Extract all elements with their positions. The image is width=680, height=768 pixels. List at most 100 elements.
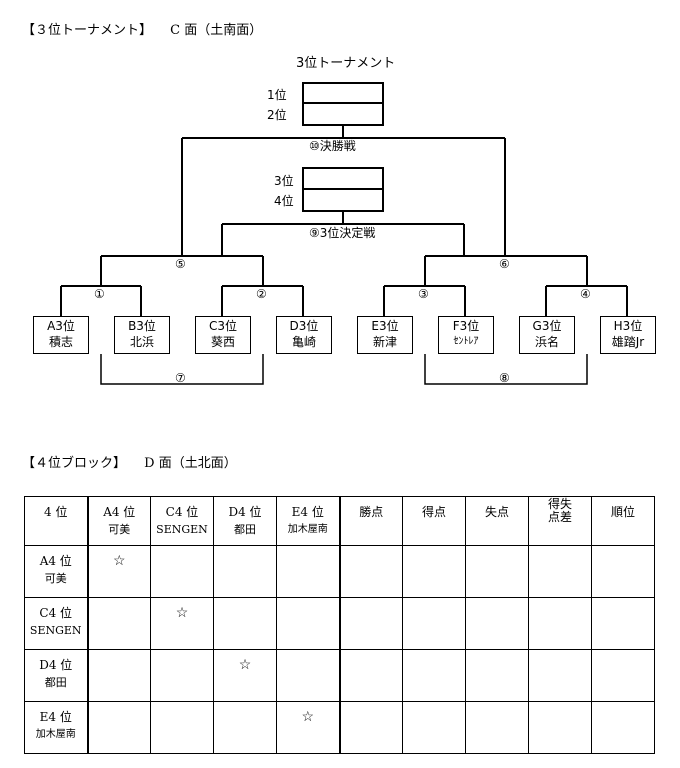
block-section-heading: 【４位ブロック】 D 面（土北面） bbox=[22, 452, 237, 471]
team-name: 積志 bbox=[48, 335, 73, 349]
league-cell bbox=[150, 649, 214, 702]
block-court-text: D 面（土北面） bbox=[144, 456, 237, 471]
league-cell bbox=[402, 649, 466, 702]
league-cell bbox=[213, 545, 277, 598]
team-box-b3: B3位 北浜 bbox=[114, 316, 170, 354]
league-cell bbox=[402, 545, 466, 598]
league-cell bbox=[86, 597, 151, 650]
league-cell bbox=[591, 649, 655, 702]
block-heading-text: 【４位ブロック】 bbox=[22, 456, 127, 471]
league-stat-head-conceded: 失点 bbox=[465, 496, 529, 546]
league-cell bbox=[276, 545, 340, 598]
league-row-d4: D4 位都田 ☆ bbox=[24, 649, 655, 702]
team-box-c3: C3位 葵西 bbox=[195, 316, 251, 354]
team-box-g3: G3位 浜名 bbox=[519, 316, 575, 354]
team-seed: H3位 bbox=[613, 319, 643, 333]
league-cell bbox=[465, 597, 529, 650]
league-row-a4: A4 位可美 ☆ bbox=[24, 545, 655, 598]
league-cell bbox=[276, 597, 340, 650]
team-name: 北浜 bbox=[129, 335, 154, 349]
league-stat-head-diff: 得失点差 bbox=[528, 496, 592, 546]
match-label-7: ⑦ bbox=[175, 371, 186, 385]
league-self-cell: ☆ bbox=[86, 545, 151, 598]
team-seed: D3位 bbox=[289, 319, 319, 333]
league-cell bbox=[150, 545, 214, 598]
league-cell bbox=[213, 597, 277, 650]
rank-label-4th: 4位 bbox=[274, 194, 294, 208]
league-cell bbox=[528, 597, 592, 650]
league-row-head: D4 位都田 bbox=[24, 649, 88, 702]
league-stat-head-points: 勝点 bbox=[338, 496, 403, 546]
third-place-match-label: ⑨3位決定戦 bbox=[309, 226, 376, 240]
tournament-heading-text: 【３位トーナメント】 bbox=[22, 23, 153, 38]
league-cell bbox=[338, 597, 403, 650]
team-seed: G3位 bbox=[532, 319, 562, 333]
league-cell bbox=[591, 545, 655, 598]
league-stat-head-scored: 得点 bbox=[402, 496, 466, 546]
league-cell bbox=[591, 701, 655, 754]
league-cell bbox=[86, 701, 151, 754]
league-cell bbox=[528, 649, 592, 702]
team-seed: E3位 bbox=[371, 319, 399, 333]
rank-box-3rd bbox=[302, 167, 384, 190]
league-cell bbox=[150, 701, 214, 754]
rank-box-4th bbox=[302, 188, 384, 212]
league-self-cell: ☆ bbox=[276, 701, 340, 754]
league-cell bbox=[528, 701, 592, 754]
league-cell bbox=[338, 701, 403, 754]
team-name: 浜名 bbox=[534, 335, 559, 349]
match-label-2: ② bbox=[256, 287, 267, 301]
rank-label-3rd: 3位 bbox=[274, 174, 294, 188]
league-row-e4: E4 位加木屋南 ☆ bbox=[24, 701, 655, 754]
league-cell bbox=[338, 545, 403, 598]
league-cell bbox=[213, 701, 277, 754]
league-corner-cell: 4 位 bbox=[24, 496, 88, 546]
rank-box-1st bbox=[302, 82, 384, 104]
league-cell bbox=[465, 701, 529, 754]
league-self-cell: ☆ bbox=[150, 597, 214, 650]
league-col-head: E4 位加木屋南 bbox=[276, 496, 340, 546]
team-name: ｾﾝﾄﾚｱ bbox=[453, 336, 479, 347]
match-label-8: ⑧ bbox=[499, 371, 510, 385]
team-seed: B3位 bbox=[128, 319, 156, 333]
league-col-head: D4 位都田 bbox=[213, 496, 277, 546]
rank-label-1st: 1位 bbox=[267, 88, 287, 102]
league-cell bbox=[338, 649, 403, 702]
league-self-cell: ☆ bbox=[213, 649, 277, 702]
team-box-d3: D3位 亀崎 bbox=[276, 316, 332, 354]
bracket-lines bbox=[60, 126, 628, 385]
league-col-head: A4 位可美 bbox=[86, 496, 151, 546]
match-label-3: ③ bbox=[418, 287, 429, 301]
league-cell bbox=[276, 649, 340, 702]
league-cell bbox=[465, 649, 529, 702]
team-name: 葵西 bbox=[210, 335, 235, 349]
match-label-5: ⑤ bbox=[175, 257, 186, 271]
bracket-title: 3位トーナメント bbox=[296, 56, 396, 71]
team-box-a3: A3位 積志 bbox=[33, 316, 89, 354]
match-label-6: ⑥ bbox=[499, 257, 510, 271]
team-box-f3: F3位 ｾﾝﾄﾚｱ bbox=[438, 316, 494, 354]
team-seed: A3位 bbox=[47, 319, 75, 333]
league-cell bbox=[402, 701, 466, 754]
league-cell bbox=[402, 597, 466, 650]
team-seed: C3位 bbox=[208, 319, 237, 333]
team-name: 亀崎 bbox=[291, 335, 316, 349]
team-name: 新津 bbox=[372, 335, 397, 349]
tournament-court-text: C 面（土南面） bbox=[170, 23, 263, 38]
team-box-e3: E3位 新津 bbox=[357, 316, 413, 354]
match-label-1: ① bbox=[94, 287, 105, 301]
match-label-4: ④ bbox=[580, 287, 591, 301]
rank-label-2nd: 2位 bbox=[267, 108, 287, 122]
league-cell bbox=[86, 649, 151, 702]
league-row-head: E4 位加木屋南 bbox=[24, 701, 88, 754]
league-cell bbox=[465, 545, 529, 598]
team-box-h3: H3位 雄踏Jr bbox=[600, 316, 656, 354]
final-match-label: ⑩決勝戦 bbox=[309, 139, 356, 153]
league-cell bbox=[591, 597, 655, 650]
team-seed: F3位 bbox=[452, 319, 480, 333]
